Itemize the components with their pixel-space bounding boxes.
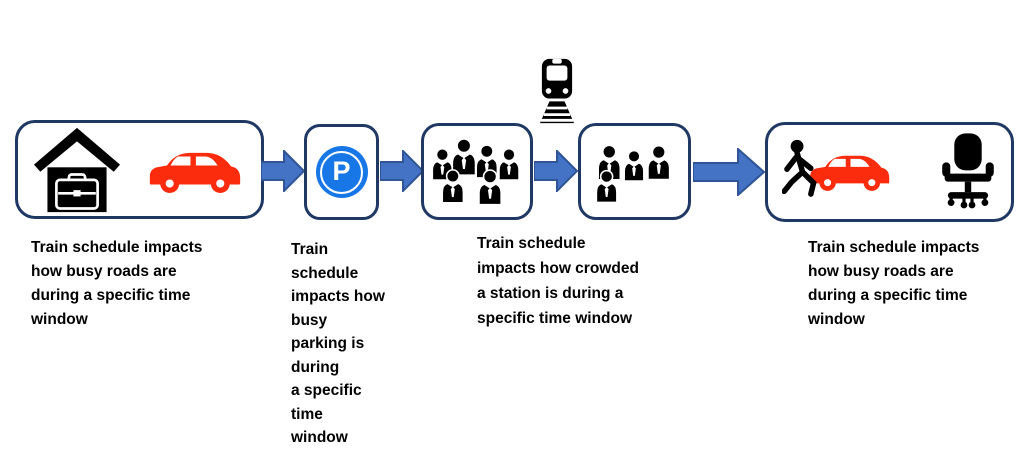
flow-arrow-2 xyxy=(380,150,424,192)
car-icon xyxy=(149,152,241,193)
crowd-icon xyxy=(431,137,520,205)
train-icon xyxy=(536,57,578,130)
caption-roads-start: Train schedule impacts how busy roads ar… xyxy=(31,239,203,328)
flow-arrow-4 xyxy=(693,148,766,196)
office-chair-icon xyxy=(942,133,994,209)
crowd-icon xyxy=(595,143,670,203)
walking-person-icon xyxy=(782,139,817,197)
flow-arrow-1 xyxy=(261,150,305,192)
parking-sign-icon: P xyxy=(315,146,368,198)
step-station-crowd-small-box xyxy=(578,123,691,220)
step-parking-box: P xyxy=(304,124,379,220)
flow-arrow-3 xyxy=(534,150,578,192)
caption-station: Train schedule impacts how crowded a sta… xyxy=(477,235,639,327)
walking-person-car-icon xyxy=(782,139,890,197)
step-station-crowd-large-box xyxy=(421,123,533,220)
parking-sign-letter: P xyxy=(332,155,351,186)
step-home-box xyxy=(15,120,264,219)
home-office-icon xyxy=(34,127,120,212)
step-arrival-office-box xyxy=(765,122,1014,222)
car-icon xyxy=(810,155,890,191)
caption-parking: Train schedule impacts how busy parking … xyxy=(291,241,385,446)
caption-roads-end: Train schedule impacts how busy roads ar… xyxy=(808,239,980,328)
